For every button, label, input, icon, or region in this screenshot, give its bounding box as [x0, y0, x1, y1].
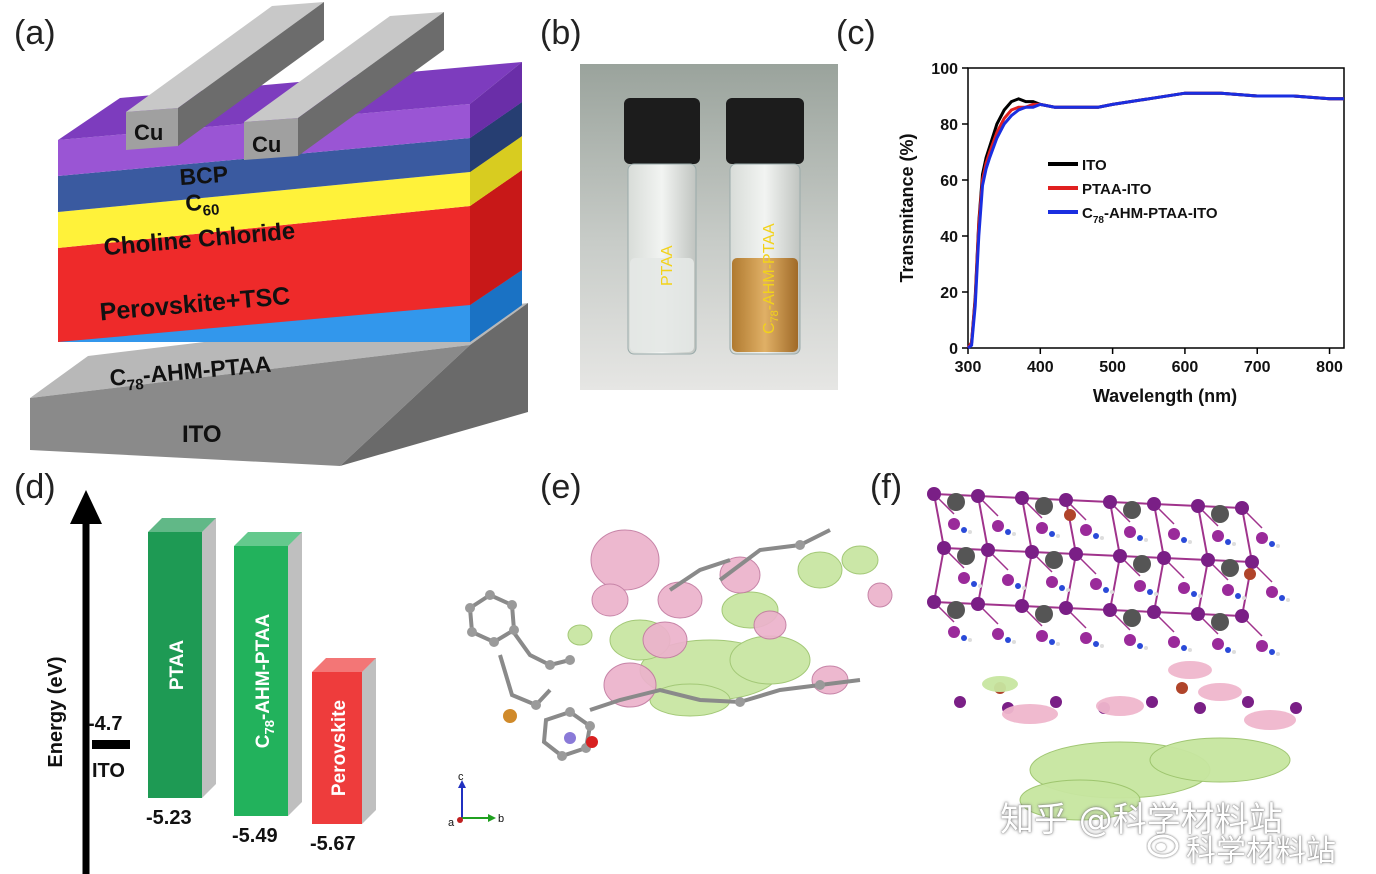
- ito-level-value: -4.7: [88, 713, 122, 735]
- panel-label-d: (d): [14, 468, 56, 506]
- watermark-line-1: 知乎 @科学材料站: [1000, 800, 1283, 840]
- ito-label: ITO: [182, 421, 222, 448]
- crystal-structure-render: [927, 487, 1302, 821]
- energy-bar-label: C78-AHM-PTAA: [253, 614, 277, 749]
- plot-frame: [967, 67, 1345, 349]
- x-tick-label: 600: [1172, 359, 1199, 376]
- perovskite-layer: [58, 170, 522, 342]
- panel-label-c: (c): [836, 14, 876, 52]
- y-tick-label: 40: [940, 229, 958, 246]
- legend-label: C78-AHM-PTAA-ITO: [1082, 205, 1218, 226]
- orbital-lobes-pink: [590, 529, 893, 708]
- y-tick-label: 100: [931, 61, 958, 78]
- perovskite-lattice: [927, 487, 1302, 714]
- energy-bar-value: -5.49: [232, 825, 278, 847]
- ito-front-face: [30, 345, 470, 466]
- y-axis-label: Transmitance (%): [897, 133, 917, 282]
- x-tick-label: 300: [955, 359, 982, 376]
- x-axis-label: Wavelength (nm): [1093, 386, 1237, 406]
- vial-photo: PTAA C78-AHM-PTAA: [580, 64, 838, 390]
- energy-bar-value: -5.23: [146, 807, 192, 829]
- panel-label-b: (b): [540, 14, 582, 52]
- axis-c-label: c: [458, 771, 464, 783]
- ito-level-line: [92, 740, 130, 749]
- panel-label-f: (f): [870, 468, 903, 506]
- axis-a-label: a: [448, 817, 455, 829]
- svg-text:Cu: Cu: [252, 132, 281, 157]
- molecule-atoms: [465, 540, 825, 761]
- y-tick-label: 80: [940, 117, 958, 134]
- energy-level-diagram: Energy (eV) -4.7 ITO PTAA -5.23 C78-AHM-PT…: [45, 490, 376, 874]
- legend-label: PTAA-ITO: [1082, 181, 1152, 198]
- panel-label-a: (a): [14, 14, 56, 52]
- c60-layer: [58, 102, 522, 212]
- x-tick-label: 700: [1244, 359, 1271, 376]
- ito-side-face: [340, 303, 528, 466]
- interface-orbital-lobes: [982, 661, 1296, 821]
- choline-layer: [58, 136, 522, 248]
- nitrogen-atom: [564, 732, 576, 744]
- vial-right-label: C78-AHM-PTAA: [761, 223, 781, 334]
- cu-electrode-right: Cu: [244, 12, 444, 160]
- axis-b-label: b: [498, 813, 504, 825]
- device-stack-diagram: ITO C78-AHM-PTAA Perovskite+TSC Choline …: [30, 2, 528, 466]
- transmittance-chart: 300 400 500 600 700 800 0 20 40 60 80 100 ITO PTAA-I…: [897, 61, 1345, 406]
- bcp-label: BCP: [179, 161, 229, 190]
- x-tick-label: 400: [1027, 359, 1054, 376]
- vial-right-cap: [726, 98, 804, 164]
- series-line-3: [967, 91, 1344, 350]
- ito-level-label: ITO: [92, 760, 125, 782]
- legend-label: ITO: [1082, 157, 1107, 174]
- cu-electrode-left: Cu: [126, 2, 324, 150]
- energy-bar-3: Perovskite -5.67: [310, 658, 376, 855]
- y-tick-label: 60: [940, 173, 958, 190]
- x-tick-label: 800: [1316, 359, 1343, 376]
- sulfur-atom: [503, 709, 517, 723]
- vial-left-label: PTAA: [659, 245, 676, 286]
- panel-label-e: (e): [540, 468, 582, 506]
- svg-text:Cu: Cu: [134, 120, 163, 145]
- vial-left-cap: [624, 98, 700, 164]
- energy-bar-label: PTAA: [167, 640, 188, 691]
- y-tick-label: 20: [940, 285, 958, 302]
- c60-label: C60: [184, 187, 220, 221]
- oxygen-atom: [586, 736, 598, 748]
- watermark-line-2: 科学材料站: [1186, 834, 1336, 869]
- orientation-axes: c a b: [448, 771, 504, 829]
- weibo-icon: [1147, 834, 1179, 858]
- energy-axis-arrow: [70, 490, 102, 524]
- x-tick-label: 500: [1099, 359, 1126, 376]
- energy-bar-value: -5.67: [310, 833, 356, 855]
- energy-bar-label: Perovskite: [329, 700, 350, 796]
- energy-axis-label: Energy (eV): [45, 656, 67, 767]
- y-tick-label: 0: [949, 341, 958, 358]
- energy-bar-1: PTAA -5.23: [146, 518, 216, 829]
- energy-bar-2: C78-AHM-PTAA -5.49: [232, 532, 302, 847]
- molecule-orbital-render: c a b: [448, 528, 893, 829]
